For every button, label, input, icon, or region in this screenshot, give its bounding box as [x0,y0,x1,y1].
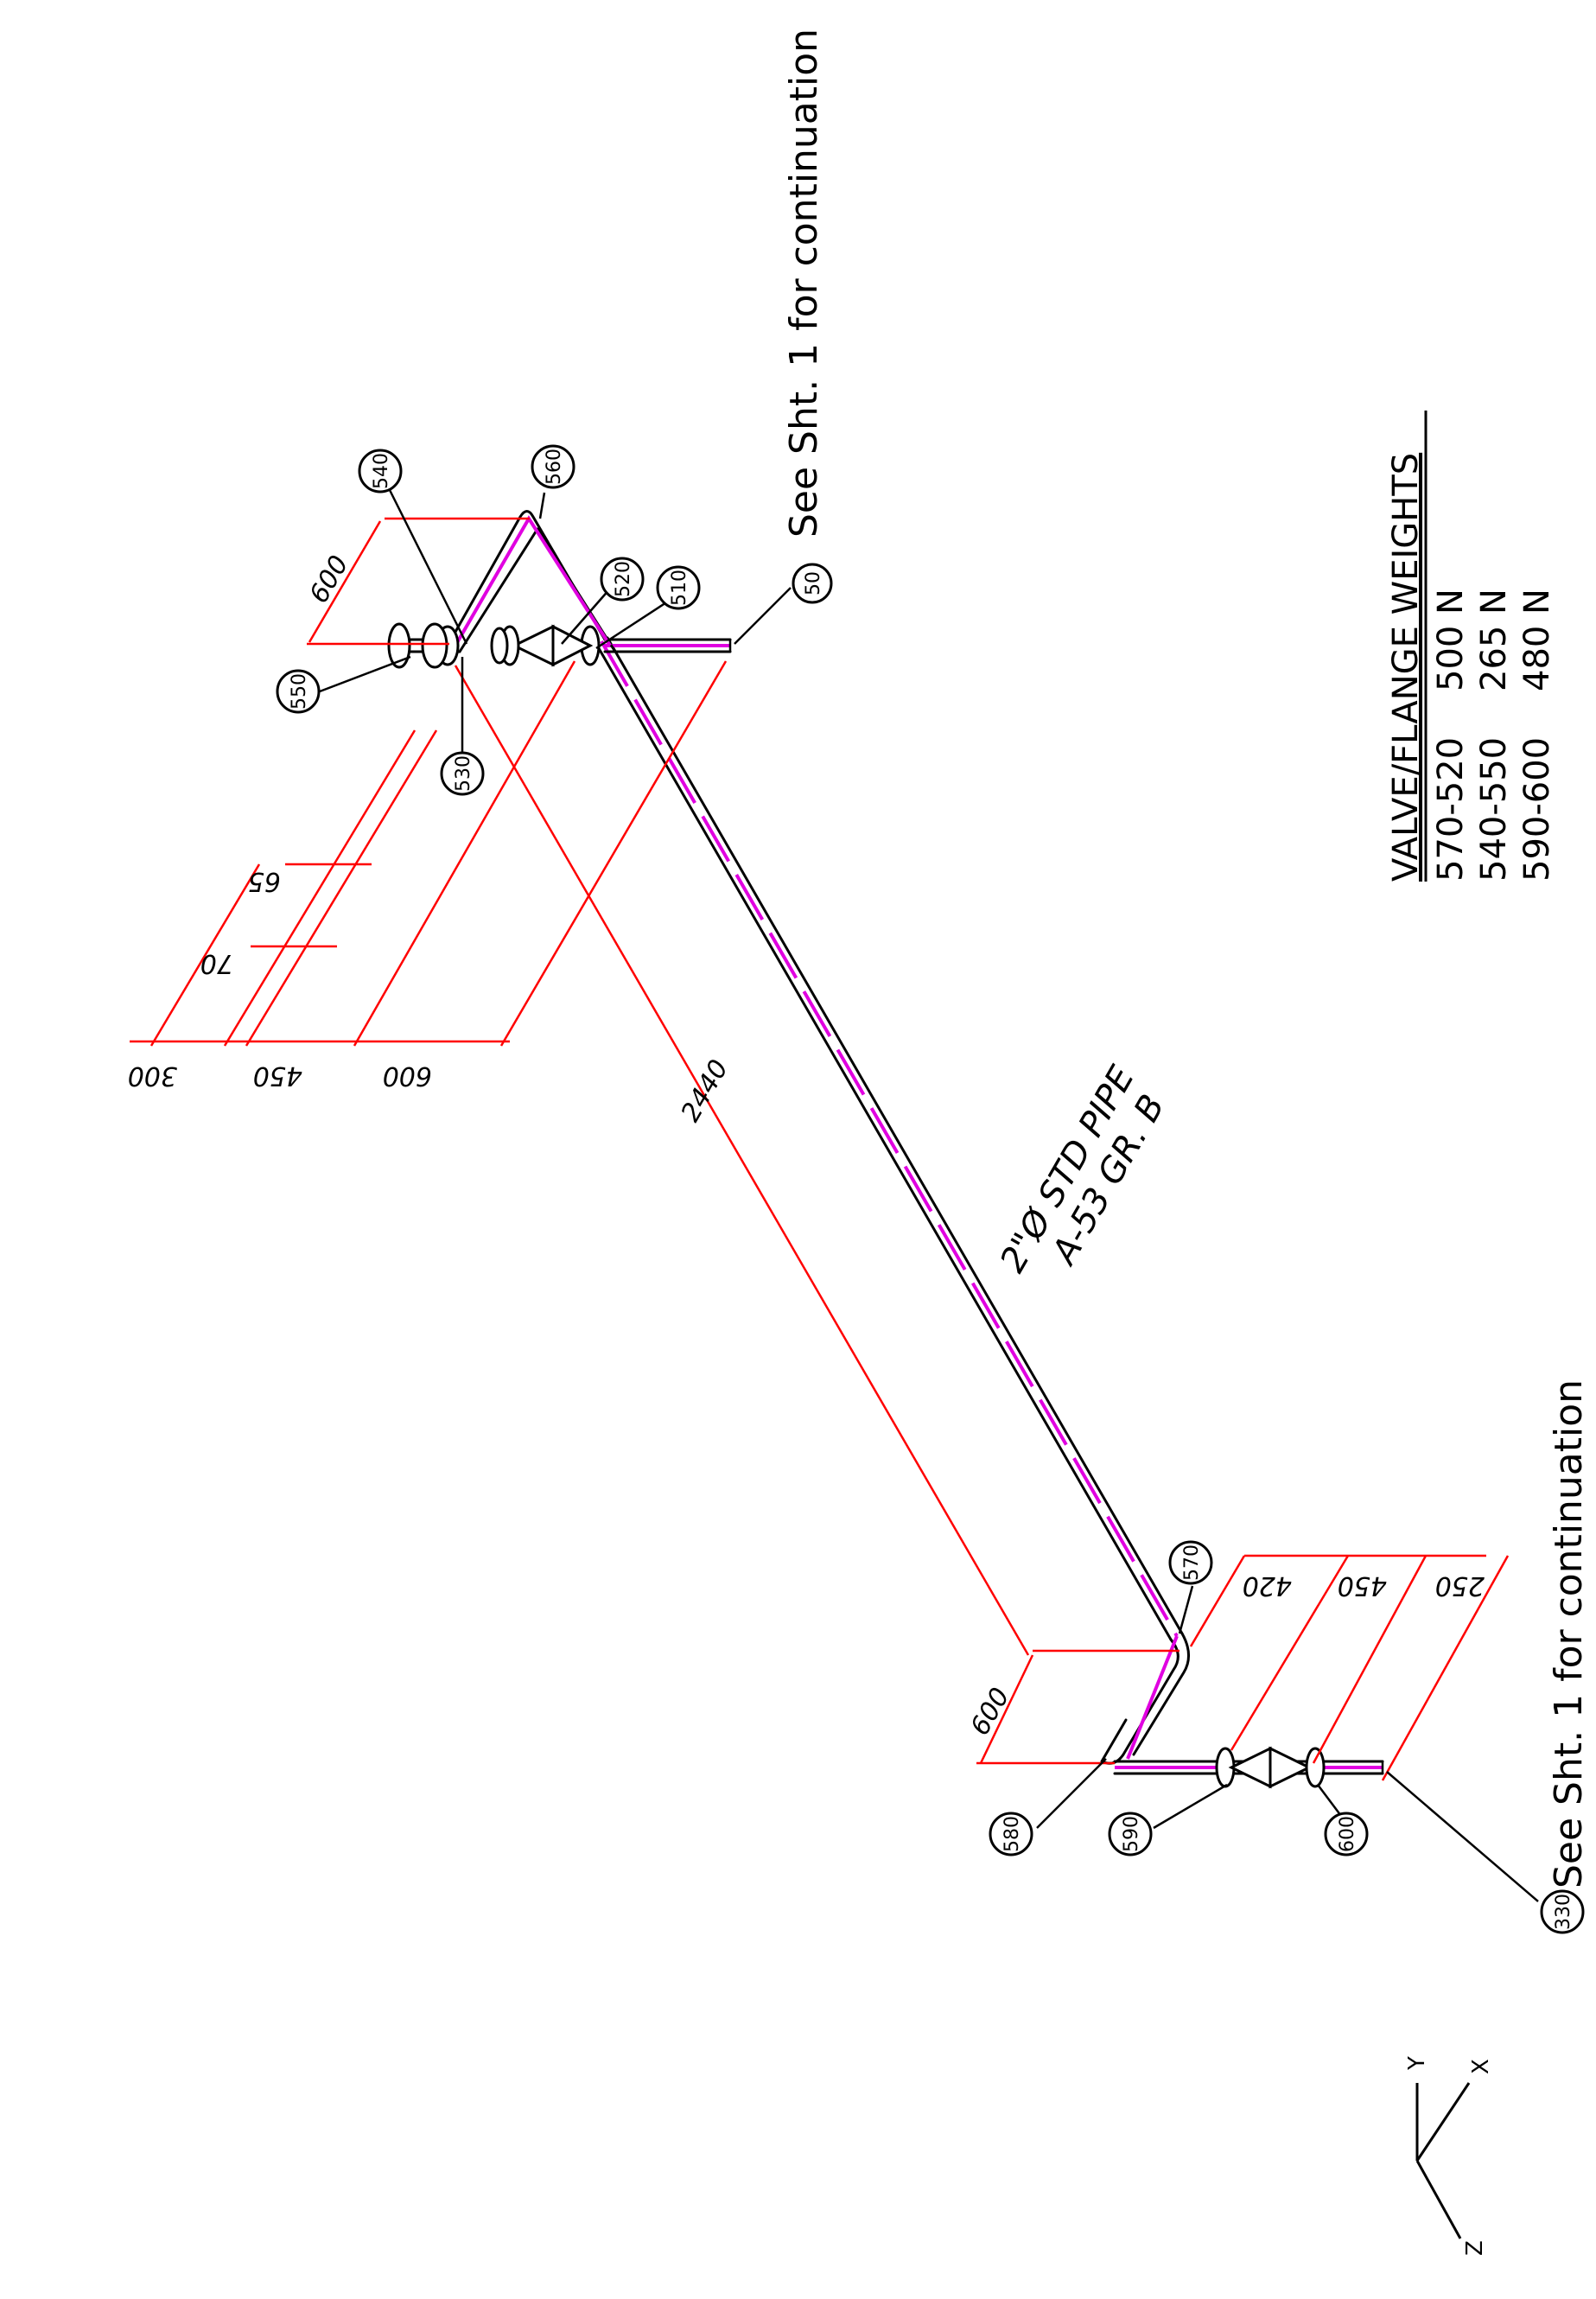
node-540: 540 [358,449,403,494]
bottom-leg-centerline [1126,1635,1179,1760]
weights-row-2-range: 540-550 [1474,737,1514,882]
svg-text:50: 50 [803,571,824,595]
bottom-leg-a [1132,1632,1190,1756]
weights-row-1-weight: 500 N [1431,589,1471,691]
node-50: 50 [792,563,833,604]
dimension-labels: 600 300 450 600 65 70 2440 600 420 450 2… [128,551,1485,1741]
node-callouts: 50 510 520 530 540 550 560 570 580 590 6… [276,444,1585,1934]
svg-text:510: 510 [669,570,690,606]
continuation-note-bottom: See Sht. 1 for continuation [1547,1379,1591,1888]
node-580: 580 [989,1812,1033,1856]
svg-text:540: 540 [371,453,392,489]
weights-row-3-weight: 480 N [1517,589,1557,691]
dim-70: 70 [200,948,233,978]
pipe-route [396,510,1384,1775]
dim-600: 600 [383,1060,432,1091]
dim-250: 250 [1435,1570,1485,1601]
axis-y-label: Y [1404,2056,1430,2071]
dim-300: 300 [128,1060,177,1091]
dim-450: 450 [253,1060,302,1091]
svg-text:530: 530 [453,755,474,792]
dim-2440: 2440 [676,1054,734,1127]
main-pipe-inner [606,636,1184,1635]
main-pipe-centerline [600,640,1179,1638]
continuation-note-top: See Sht. 1 for continuation [782,29,826,538]
dimensions [130,517,1510,1781]
valves [387,622,1326,1789]
node-560: 560 [531,444,575,489]
svg-text:560: 560 [544,449,565,485]
svg-text:580: 580 [1001,1816,1023,1852]
node-520: 520 [600,557,645,602]
dim-450-right: 450 [1338,1570,1387,1601]
valve-510-520 [490,624,601,667]
svg-text:590: 590 [1121,1816,1142,1852]
node-590: 590 [1108,1812,1153,1856]
node-600: 600 [1324,1812,1369,1856]
svg-text:520: 520 [613,561,634,597]
svg-text:550: 550 [289,673,310,710]
node-330: 330 [1540,1889,1585,1934]
svg-text:330: 330 [1553,1894,1574,1930]
valve-flange-weights-table: VALVE/FLANGE WEIGHTS 570-520 500 N 540-5… [1386,411,1557,882]
dim-420: 420 [1243,1570,1292,1601]
axis-x-label: X [1468,2059,1494,2074]
node-530: 530 [440,751,485,796]
dim-bottom-diag: 600 [965,1683,1016,1741]
node-570: 570 [1168,1540,1213,1585]
node-550: 550 [276,669,321,714]
loop-to-560-outer [449,510,607,641]
valve-590-600 [1215,1746,1326,1789]
main-pipe-outer [595,642,1173,1641]
weights-row-1-range: 570-520 [1431,737,1471,882]
weights-row-3-range: 590-600 [1517,737,1557,882]
svg-text:570: 570 [1181,1544,1203,1581]
axis-z-label: Z [1462,2240,1488,2256]
svg-text:600: 600 [1337,1816,1358,1852]
axis-triad: Y Z X [1404,2056,1494,2256]
valve-530-550 [387,622,460,669]
weights-row-2-weight: 265 N [1474,589,1514,691]
dim-65: 65 [248,866,281,896]
weights-title: VALVE/FLANGE WEIGHTS [1386,453,1426,882]
node-510: 510 [656,565,701,610]
